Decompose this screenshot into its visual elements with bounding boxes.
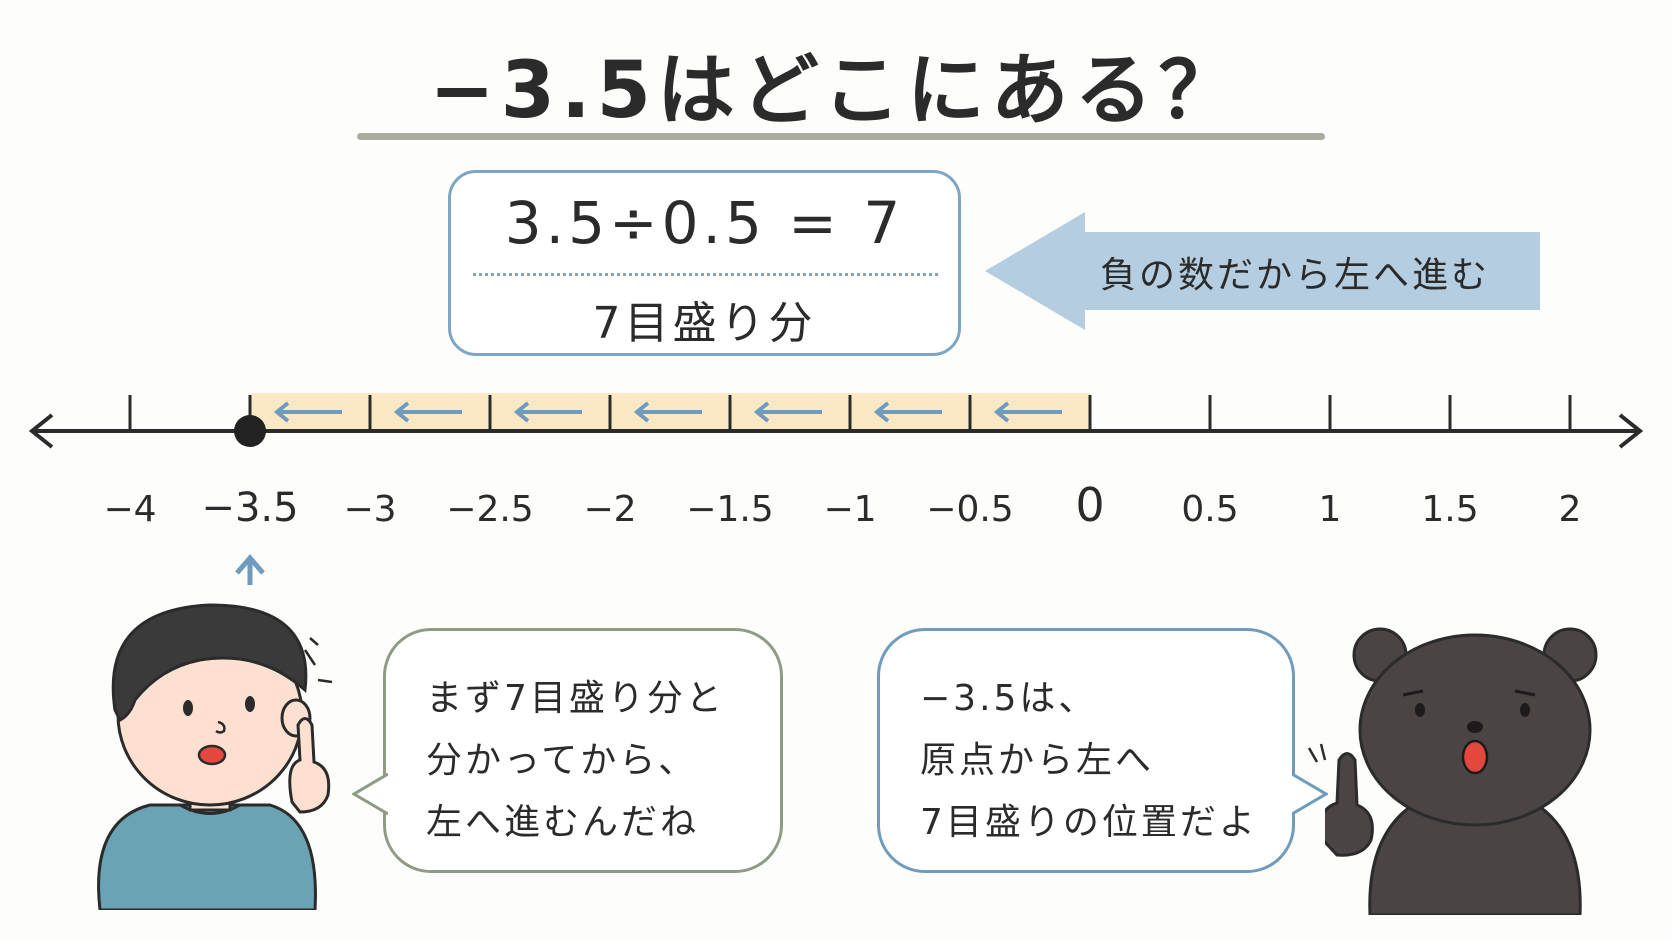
step-arrow-head [753,401,770,423]
bubble-right-line-1: −3.5は、 [920,678,1098,719]
calculation-box: 3.5÷0.5 = 7 7目盛り分 [448,170,961,356]
tick-label-9: 0.5 [1181,489,1238,530]
tick-label-12: 2 [1559,489,1582,530]
step-arrow-5 [393,401,462,423]
tick-label-11: 1.5 [1421,489,1478,530]
speech-bubble-left: まず7目盛り分と 分かってから、 左へ進むんだね [383,628,783,873]
left-direction-arrow-icon [985,212,1540,330]
tick-label-6: −1 [823,489,876,530]
point-layer [234,415,266,585]
up-arrow-head [235,554,265,575]
point-marker [234,415,266,447]
bear-character-icon [1325,627,1598,915]
pointing-finger-icon [1325,752,1374,857]
calculation-equation: 3.5÷0.5 = 7 [504,189,905,257]
axis-left-arrowhead [28,413,54,449]
bubble-left-line-1: まず7目盛り分と [426,678,725,719]
step-arrow-head [873,401,890,423]
step-arrow-head [273,401,290,423]
calculation-divider [473,273,938,276]
step-arrow-6 [273,401,342,423]
step-arrow-0 [993,401,1062,423]
attention-marks-icon [1307,743,1327,763]
tick-labels-layer: −4 −3.5 −3 −2.5 −2 −1.5 −1 −0.5 0 0.5 1 1.5 2 [103,478,1581,532]
speech-bubble-right: −3.5は、 原点から左へ 7目盛りの位置だよ [877,628,1295,873]
step-arrow-head [633,401,650,423]
tick-label-2: −3 [343,489,396,530]
tick-label-1: −3.5 [201,485,298,531]
speech-bubble-left-tail [352,772,388,816]
step-arrow-head [393,401,410,423]
bubble-right-line-2: 原点から左へ [920,740,1155,781]
page-title: −3.5はどこにある？ [429,46,1243,136]
step-arrows-layer [273,401,1062,423]
axis-layer [28,413,1644,449]
pointing-finger-icon [288,717,331,814]
bubble-left-line-3: 左へ進むんだね [426,802,700,843]
direction-note: 負の数だから左へ進む [1099,255,1490,296]
ticks-layer [128,395,1572,431]
bubble-right-line-3: 7目盛りの位置だよ [920,802,1258,843]
speech-bubble-right-tail [1292,772,1328,816]
step-arrow-head [993,401,1010,423]
tick-label-3: −2.5 [446,489,533,530]
number-line: −4 −3.5 −3 −2.5 −2 −1.5 −1 −0.5 0 0.5 1 1.5 2 [28,393,1644,585]
tick-label-8: 0 [1075,478,1104,532]
boy-character-icon [97,603,333,910]
title-underline [357,133,1325,140]
tick-label-7: −0.5 [926,489,1013,530]
axis-right-arrowhead [1618,413,1644,449]
step-arrow-2 [753,401,822,423]
calculation-result: 7目盛り分 [592,298,817,349]
step-arrow-4 [513,401,582,423]
tick-label-4: −2 [583,489,636,530]
bubble-left-line-2: 分かってから、 [426,740,698,781]
step-arrow-1 [873,401,942,423]
step-arrow-head [513,401,530,423]
tick-label-0: −4 [103,489,156,530]
tick-label-5: −1.5 [686,489,773,530]
tick-label-10: 1 [1319,489,1342,530]
step-arrow-3 [633,401,702,423]
